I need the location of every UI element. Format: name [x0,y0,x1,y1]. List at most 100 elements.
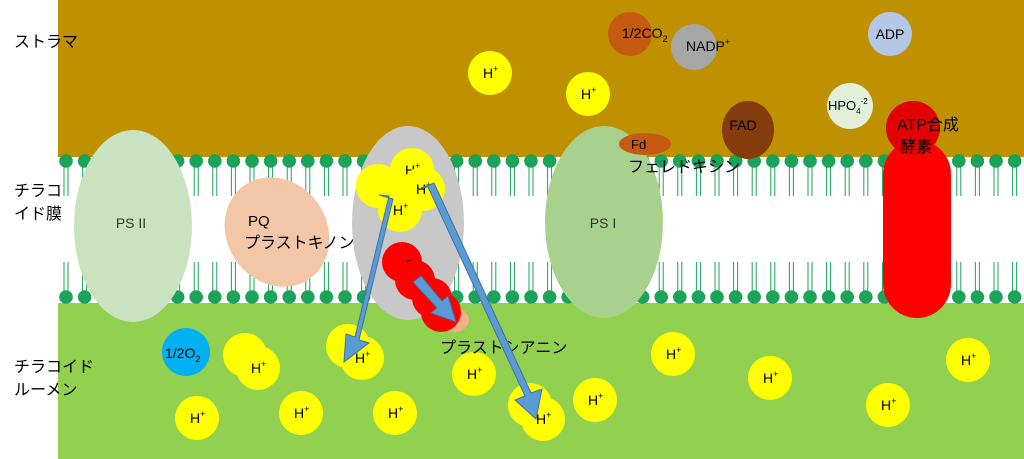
lipid-head [654,290,669,304]
lipid-head [654,154,669,168]
pq-label: PQ [248,213,270,230]
lipid-head [226,154,241,168]
lipid-head [803,290,817,304]
lipid-head [710,154,724,168]
lipid-head [245,154,259,168]
ferredoxin-short-label: Fd [631,137,646,152]
lipid-head [673,154,687,168]
lipid-head [970,154,985,168]
proton: H+ [175,396,219,440]
lipid-head [840,154,855,168]
lipid-head [989,154,1003,168]
lipid-head [208,154,222,168]
lipid-head [487,290,501,304]
lipid-head [803,154,817,168]
ferredoxin [619,133,671,155]
co2-molecule [608,12,652,56]
lipid-head [263,290,278,304]
ps2-label: PS II [116,215,146,231]
co2-label: 1/2CO2 [622,25,667,44]
lipid-head [766,290,780,304]
lipid-head [468,154,483,168]
atp-synthase: ATP合成 酵素 [883,101,959,318]
lipid-head [859,154,873,168]
proton: H+ [748,356,792,400]
svg-text:H+: H+ [405,161,420,178]
lipid-head [952,154,966,168]
svg-text:H+: H+ [388,404,403,421]
membrane-region [58,157,1024,303]
hpo4-label: HPO4-2 [828,97,868,116]
lipid-head [691,290,706,304]
lipid-head [673,290,687,304]
lipid-head [59,290,73,304]
lipid-head [282,290,297,304]
lipid-head [505,290,520,304]
svg-text:H+: H+ [355,349,370,366]
lipid-head [301,154,315,168]
ps1-label: PS I [590,215,616,231]
stroma-region [58,0,1024,157]
membrane-label-2: イド膜 [14,205,62,223]
proton: H+ [946,338,990,382]
lipid-head [1007,290,1022,304]
lipid-head [338,154,352,168]
lipid-head [970,290,985,304]
lipid-head [784,290,799,304]
pq-complex [224,177,330,287]
adp-molecule [868,12,912,56]
atp-synthase-head [886,101,940,155]
proton: H+ [373,391,417,435]
arrow-cytochrome-to-lumen-right [420,182,543,420]
lipid-head [989,290,1003,304]
o2-label: 1/2O2 [165,345,200,364]
svg-text:H+: H+ [666,345,681,362]
lipid-head [338,290,352,304]
svg-text:H+: H+ [763,369,778,386]
lipid-head [505,154,520,168]
lipid-head [59,154,73,168]
arrow-cytochrome-to-lumen-left [343,194,394,364]
ferredoxin-name-label: フェレドキシン [628,159,740,176]
lipid-head [766,154,780,168]
svg-text:H+: H+ [961,351,976,368]
electron-flow-arrows [343,182,543,420]
svg-text:H+: H+ [251,359,266,376]
svg-text:H+: H+ [881,396,896,413]
stroma-label: ストラマ [14,34,78,51]
lipid-head [282,154,297,168]
lipid-head [952,290,966,304]
ps2-complex [74,130,192,322]
proton: H+ [468,51,512,95]
lumen-label-1: チラコイド [14,359,94,376]
lipid-head [859,290,873,304]
fad-molecule [722,101,774,159]
lipid-head [728,290,743,304]
lipid-head [821,290,836,304]
lipid-head [319,290,334,304]
arrow-electron-chain [412,275,457,323]
lipid-head [301,290,315,304]
nadp-label: NADP+ [686,37,730,54]
lipid-head [263,154,278,168]
lipid-head [747,290,762,304]
lipid-head [189,154,203,168]
lipid-head [208,290,222,304]
lipid-head [542,290,557,304]
pq-name-label: プラストキノン [244,234,355,252]
lipid-head [784,154,799,168]
lipid-head [487,154,501,168]
lipid-head [319,154,334,168]
lipid-head [691,154,706,168]
fad-label: FAD [729,117,756,133]
svg-text:H+: H+ [581,85,596,102]
lipid-head [189,290,203,304]
svg-text:H+: H+ [536,410,551,427]
membrane-label-1: チラコ [14,183,62,200]
lipid-head [1007,154,1022,168]
proton: H+ [566,72,610,116]
proton: H+ [279,391,323,435]
proton: H+ [866,383,910,427]
proton: H+ [651,332,695,376]
